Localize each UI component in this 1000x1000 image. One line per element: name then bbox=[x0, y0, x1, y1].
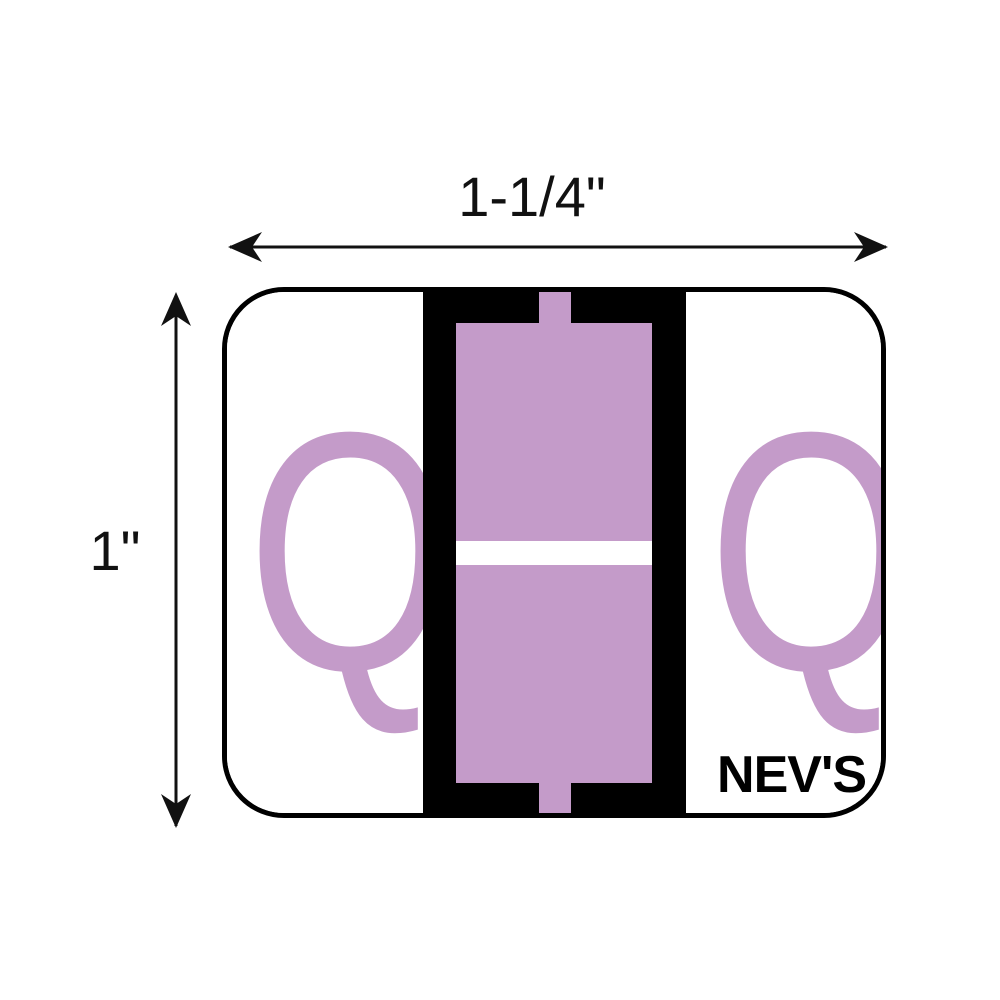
bottom-color-block bbox=[456, 565, 652, 783]
right-panel: Q NEV'S bbox=[686, 292, 881, 813]
width-arrow-right-head bbox=[854, 232, 888, 262]
divider-stripe bbox=[456, 541, 652, 565]
left-panel: Q bbox=[227, 292, 454, 813]
height-dimension: 1" bbox=[89, 292, 191, 828]
left-letter: Q bbox=[247, 362, 454, 742]
right-letter: Q bbox=[708, 382, 881, 722]
height-arrow-top-head bbox=[161, 292, 191, 326]
top-color-block bbox=[456, 323, 652, 541]
brand-logo: NEV'S bbox=[717, 746, 867, 804]
top-notch bbox=[539, 292, 571, 327]
width-label: 1-1/4" bbox=[458, 165, 606, 228]
height-arrow-bottom-head bbox=[161, 794, 191, 828]
center-color-band bbox=[423, 292, 686, 813]
bottom-notch bbox=[539, 782, 571, 813]
height-label: 1" bbox=[89, 519, 140, 582]
file-label: Q Q NEV'S bbox=[222, 287, 886, 818]
width-dimension: 1-1/4" bbox=[228, 165, 888, 262]
width-arrow-left-head bbox=[228, 232, 262, 262]
